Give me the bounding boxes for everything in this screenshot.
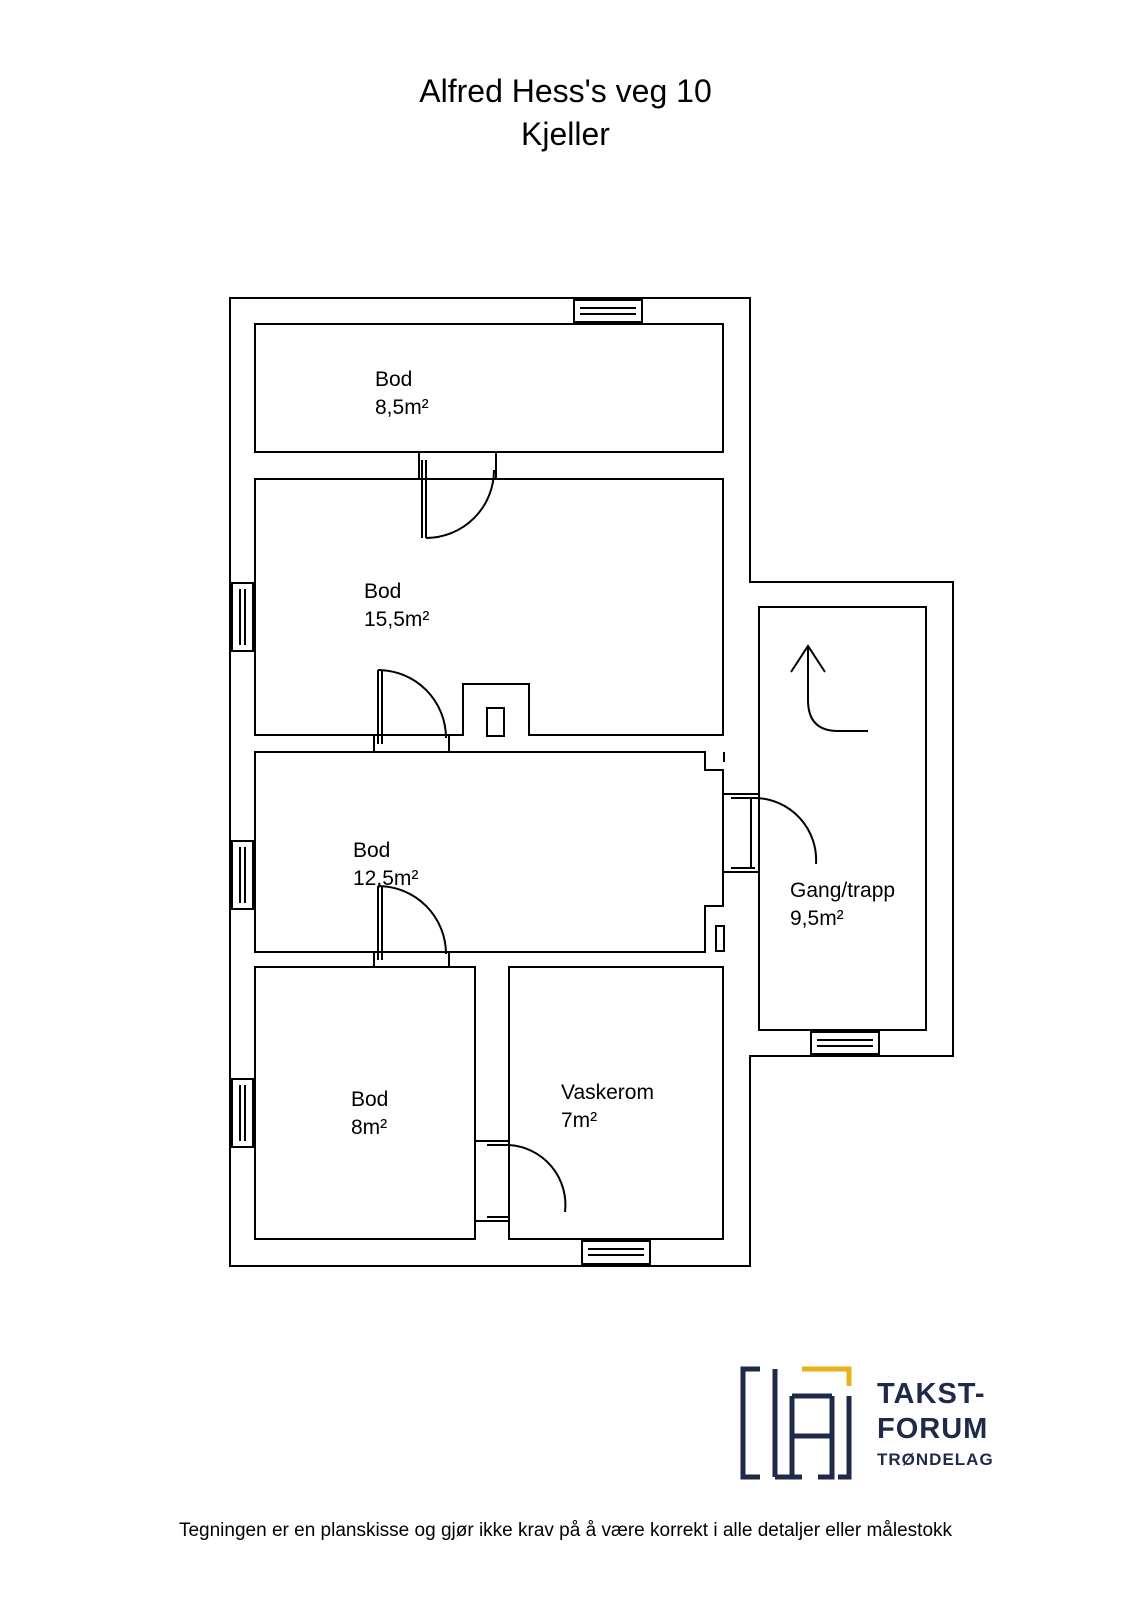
window-vaskerom-bottom	[581, 1240, 651, 1265]
door-vaskerom	[474, 1140, 567, 1222]
room-gang-trapp: Gang/trapp 9,5m²	[790, 877, 895, 933]
plan-title-address: Alfred Hess's veg 10	[419, 73, 712, 109]
room-name: Bod	[375, 368, 413, 391]
room-name: Bod	[351, 1088, 389, 1111]
room-outline-bod-top	[254, 323, 724, 453]
room-bod-8: Bod 8m²	[351, 1086, 388, 1142]
door-bod-12	[373, 885, 450, 968]
room-vaskerom: Vaskerom 7m²	[561, 1079, 654, 1135]
outer-wall	[229, 297, 954, 1267]
window-left-2	[231, 840, 254, 910]
window-left-3	[231, 1078, 254, 1148]
room-bod-15: Bod 15,5m²	[364, 578, 429, 634]
room-area: 8,5m²	[375, 396, 429, 419]
room-outline-bod-15	[254, 478, 724, 736]
room-area: 8m²	[351, 1116, 388, 1139]
door-bod-15	[373, 669, 450, 753]
room-outline-vaskerom	[508, 966, 724, 1240]
room-outline-bod-8	[254, 966, 476, 1240]
room-bod-top: Bod 8,5m²	[375, 366, 429, 422]
plan-title-floor: Kjeller	[521, 116, 610, 152]
door-bod-top	[418, 451, 497, 539]
stair-arrowhead	[790, 644, 826, 673]
room-bod-12: Bod 12,5m²	[353, 837, 418, 893]
logo-text-forum: FORUM	[877, 1413, 989, 1445]
room-area: 15,5m²	[364, 608, 430, 631]
room-name: Bod	[353, 839, 391, 862]
room-area: 9,5m²	[790, 907, 844, 930]
room-area: 7m²	[561, 1109, 598, 1132]
room-name: Bod	[364, 580, 402, 603]
window-gang-bottom	[810, 1031, 880, 1055]
logo-text-takst: TAKST-	[877, 1378, 986, 1410]
takstforum-logo-icon	[740, 1366, 852, 1480]
chimney	[486, 707, 505, 737]
room-outline-bod-12	[254, 751, 724, 953]
room-name: Gang/trapp	[790, 879, 896, 902]
room-outline-gang	[758, 606, 927, 1031]
door-gang	[722, 793, 818, 873]
logo-text-trondelag: TRØNDELAG	[877, 1450, 994, 1469]
room-area: 12,5m²	[353, 867, 419, 890]
window-left-1	[231, 582, 254, 652]
window-top	[573, 299, 643, 323]
disclaimer-text: Tegningen er en planskisse og gjør ikke …	[178, 1520, 953, 1541]
room-name: Vaskerom	[561, 1081, 654, 1104]
vent-small	[715, 925, 725, 952]
stair-arrow	[807, 646, 868, 732]
